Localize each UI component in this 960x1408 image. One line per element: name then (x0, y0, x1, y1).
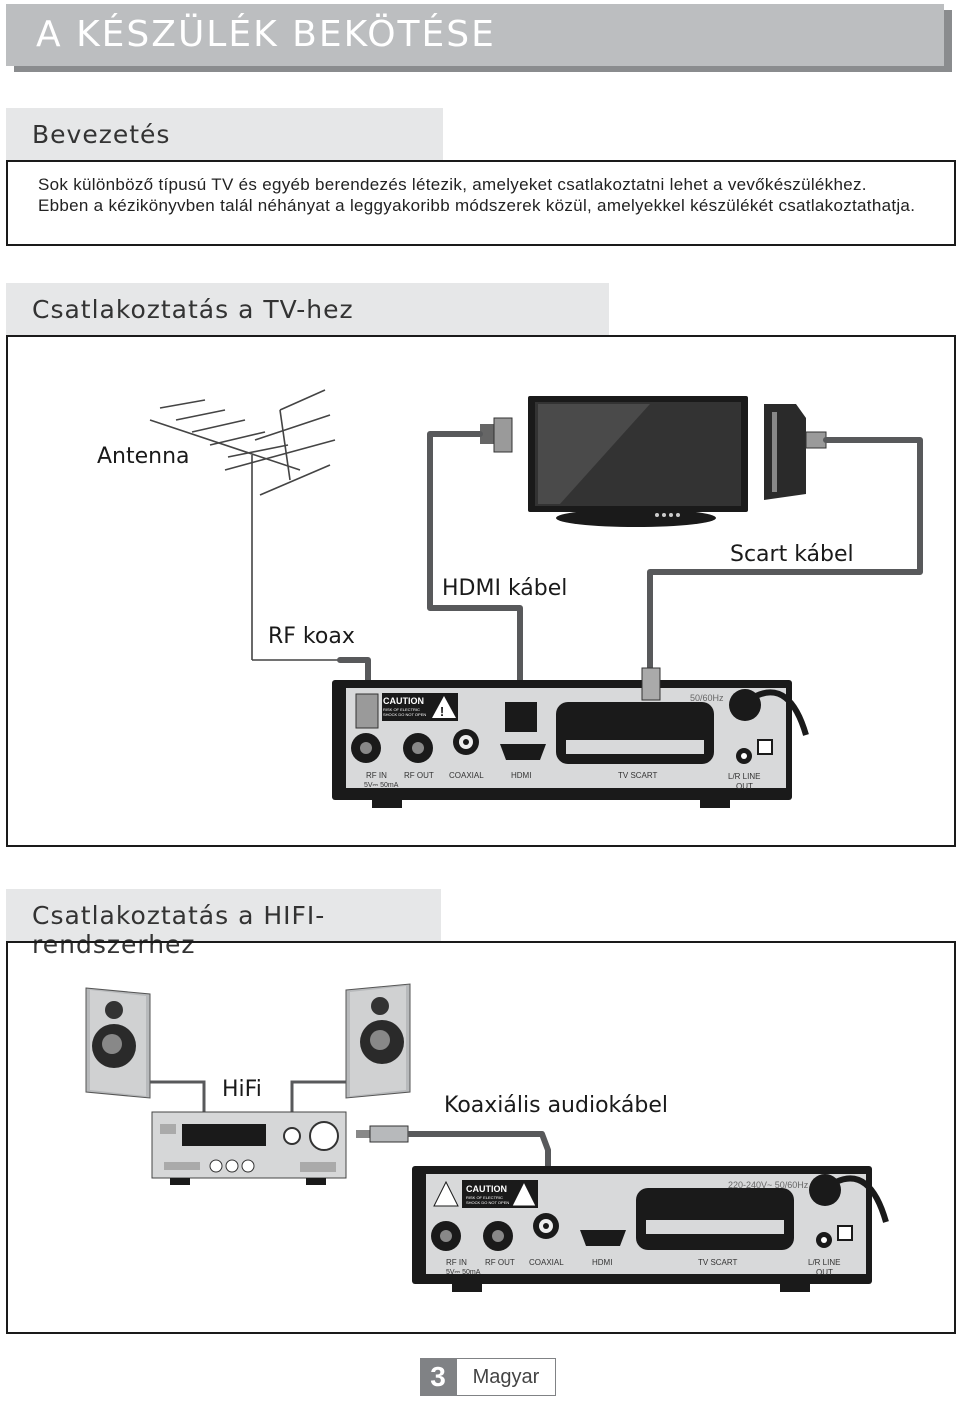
port-hdmi-tv: HDMI (511, 771, 532, 780)
title-bar: A KÉSZÜLÉK BEKÖTÉSE (6, 4, 944, 66)
port-lr-line-hifi: L/R LINE (808, 1258, 841, 1267)
caution-sub-tv: RISK OF ELECTRIC SHOCK DO NOT OPEN (383, 707, 427, 717)
port-rf-out-tv: RF OUT (404, 771, 434, 780)
power-label-hifi: 220-240V~ 50/60Hz (728, 1180, 809, 1190)
hifi-diagram-box (6, 941, 956, 1334)
speaker-left-icon (85, 987, 151, 1099)
hifi-heading: Csatlakoztatás a HIFI-rendszerhez (32, 901, 326, 959)
caution-label-tv: CAUTION (383, 696, 424, 706)
receiver-hifi (412, 1166, 889, 1292)
label-antenna: Antenna (97, 444, 190, 469)
port-scart-hifi: TV SCART (698, 1258, 738, 1267)
speaker-wires (150, 1080, 346, 1112)
port-coaxial-tv: COAXIAL (449, 771, 484, 780)
language-label: Magyar (456, 1358, 556, 1396)
tv-icon (528, 396, 748, 527)
port-rf-out-hifi: RF OUT (485, 1258, 515, 1267)
hdmi-plug-icon (480, 417, 513, 453)
port-hdmi-hifi: HDMI (592, 1258, 613, 1267)
port-coaxial-hifi: COAXIAL (529, 1258, 564, 1267)
label-coax-audio: Koaxiális audiokábel (444, 1093, 668, 1118)
svg-text:!: ! (440, 704, 444, 719)
intro-heading-bar: Bevezetés (6, 108, 443, 160)
intro-heading: Bevezetés (32, 120, 171, 149)
port-rf-in-sub-tv: 5V⎓ 50mA (364, 782, 399, 789)
label-hifi: HiFi (222, 1077, 262, 1102)
power-label-tv: 50/60Hz (690, 693, 724, 703)
tv-heading-bar: Csatlakoztatás a TV-hez (6, 283, 609, 335)
port-lr-line-tv: L/R LINE (728, 772, 761, 781)
speaker-right-icon (345, 983, 411, 1099)
port-rf-in-hifi: RF IN (446, 1258, 467, 1267)
port-lr-out-hifi: OUT (816, 1268, 833, 1277)
page-number: 3 (420, 1358, 456, 1396)
scart-plug-icon (764, 404, 827, 500)
tv-heading: Csatlakoztatás a TV-hez (32, 295, 354, 324)
port-rf-in-tv: RF IN (366, 771, 387, 780)
scart-cable (647, 437, 923, 675)
hifi-heading-bar: Csatlakoztatás a HIFI-rendszerhez (6, 889, 441, 959)
caution-label-hifi: CAUTION (466, 1184, 507, 1194)
page-title: A KÉSZÜLÉK BEKÖTÉSE (36, 14, 496, 55)
port-scart-tv: TV SCART (618, 771, 658, 780)
receiver-tv: ! (332, 667, 809, 808)
intro-box: Sok különböző típusú TV és egyéb berende… (6, 160, 956, 246)
hdmi-cable (427, 431, 523, 708)
intro-text: Sok különböző típusú TV és egyéb berende… (38, 175, 916, 215)
caution-sub-hifi: RISK OF ELECTRIC SHOCK DO NOT OPEN (466, 1195, 510, 1205)
label-scart-cable: Scart kábel (730, 542, 854, 567)
hifi-amplifier-icon (151, 1111, 347, 1185)
label-rf-coax: RF koax (268, 624, 355, 649)
antenna-icon (149, 389, 340, 661)
label-hdmi-cable: HDMI kábel (442, 576, 568, 601)
port-rf-in-sub-hifi: 5V⎓ 50mA (446, 1269, 481, 1276)
port-lr-out-tv: OUT (736, 782, 753, 791)
